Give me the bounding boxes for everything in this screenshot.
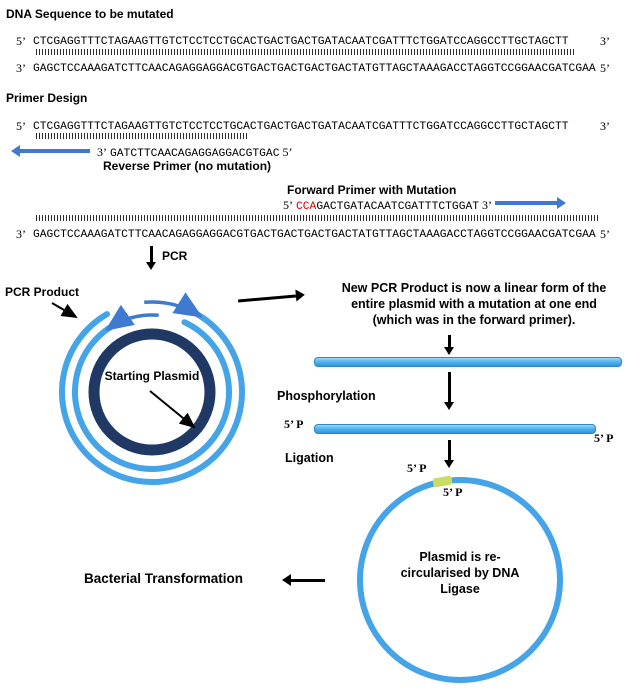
ligation-site-mark [432,475,453,488]
three-prime-label: 3’ [16,227,26,241]
five-prime-label: 5’ [16,34,26,48]
forward-primer-arrow-icon [495,197,566,208]
five-prime-label: 5’ [283,198,293,212]
reverse-primer-arrow-icon [11,145,90,156]
recircularized-plasmid-ring [357,477,563,683]
five-prime-label: 5’ [16,119,26,133]
reverse-primer-sequence: GATCTTCAACAGAGGAGGACGTGAC [110,148,280,160]
three-prime-label: 3’ [482,198,493,212]
pcr-down-arrow-icon [146,246,156,270]
bacterial-transformation-arrow-icon [282,575,325,586]
base-pair-ticks-1 [36,49,576,55]
phosphorylation-label: Phosphorylation [277,389,376,403]
forward-primer-mutation-bases: CCA [296,201,317,213]
five-prime-label: 5’ [600,227,610,241]
pcr-product-pointer-arrow-icon [51,302,78,319]
note-down-arrow-icon [444,335,454,355]
reverse-primer-caption: Reverse Primer (no mutation) [103,159,272,173]
bacterial-transformation-label: Bacterial Transformation [84,571,244,586]
dna-bottom-sequence: GAGCTCCAAAGATCTTCAACAGAGGAGGACGTGACTGACT… [33,63,596,75]
base-pair-ticks-3 [36,215,598,221]
linear-pcr-product-bar [314,357,622,367]
new-strand-outer-arc [59,311,245,486]
linear-product-note: New PCR Product is now a linear form of … [341,281,607,327]
dna-bottom-strand: 3’ GAGCTCCAAAGATCTTCAACAGAGGAGGACGTGACTG… [0,61,629,75]
starting-plasmid-pointer-arrow-icon [149,390,196,429]
five-prime-phosphate-right: 5’ P [594,431,614,445]
five-prime-label: 5’ [600,61,610,75]
primer-design-top-sequence: CTCGAGGTTTCTAGAAGTTGTCTCCTCCTGCACTGACTGA… [33,121,569,133]
three-prime-label: 3’ [16,61,26,75]
section-title-dna-sequence: DNA Sequence to be mutated [6,7,174,21]
primer-design-bottom-strand: 3’ GAGCTCCAAAGATCTTCAACAGAGGAGGACGTGACTG… [0,227,629,241]
ligation-down-arrow-icon [444,440,454,468]
five-prime-phosphate-circle-left: 5’ P [407,461,427,475]
new-strand-inner-arc [72,319,232,472]
five-prime-phosphate-left: 5’ P [284,417,304,431]
five-prime-label: 5’ [282,145,293,159]
pcr-label: PCR [162,249,188,263]
forward-primer-sequence-row: 5’ CCA GACTGATACAATCGATTTCTGGAT 3’ [283,198,492,213]
three-prime-label: 3’ [97,145,107,159]
ligation-label: Ligation [285,451,334,465]
forward-primer-caption: Forward Primer with Mutation [287,183,457,197]
dna-top-sequence: CTCGAGGTTTCTAGAAGTTGTCTCCTCCTGCACTGACTGA… [33,36,569,48]
recircularized-plasmid-label: Plasmid is re-circularised by DNA Ligase [400,550,520,596]
primer-extension-arrow-right-icon [144,292,203,318]
section-title-primer-design: Primer Design [6,91,88,105]
primer-design-top-strand: 5’ CTCGAGGTTTCTAGAAGTTGTCTCCTCCTGCACTGAC… [0,119,629,133]
starting-plasmid-label: Starting Plasmid [104,369,200,383]
pcr-product-label: PCR Product [5,285,80,299]
five-prime-phosphate-circle-right: 5’ P [443,485,463,499]
three-prime-label: 3’ [600,34,610,48]
recircularized-plasmid-diagram [357,475,563,683]
forward-primer-sequence: GACTGATACAATCGATTTCTGGAT [316,201,480,213]
pcr-product-plasmid-diagram [51,292,245,486]
starting-plasmid-ring [88,328,216,456]
primer-design-bottom-sequence: GAGCTCCAAAGATCTTCAACAGAGGAGGACGTGACTGACT… [33,229,596,241]
three-prime-label: 3’ [600,119,610,133]
reverse-primer-sequence-row: 3’ GATCTTCAACAGAGGAGGACGTGAC 5’ [97,145,292,160]
phosphorylation-down-arrow-icon [444,372,454,410]
primer-extension-arrow-left-icon [104,304,159,331]
phosphorylated-product-bar [314,424,596,434]
dna-top-strand: 5’ CTCGAGGTTTCTAGAAGTTGTCTCCTCCTGCACTGAC… [0,34,629,48]
base-pair-ticks-2 [36,133,249,139]
